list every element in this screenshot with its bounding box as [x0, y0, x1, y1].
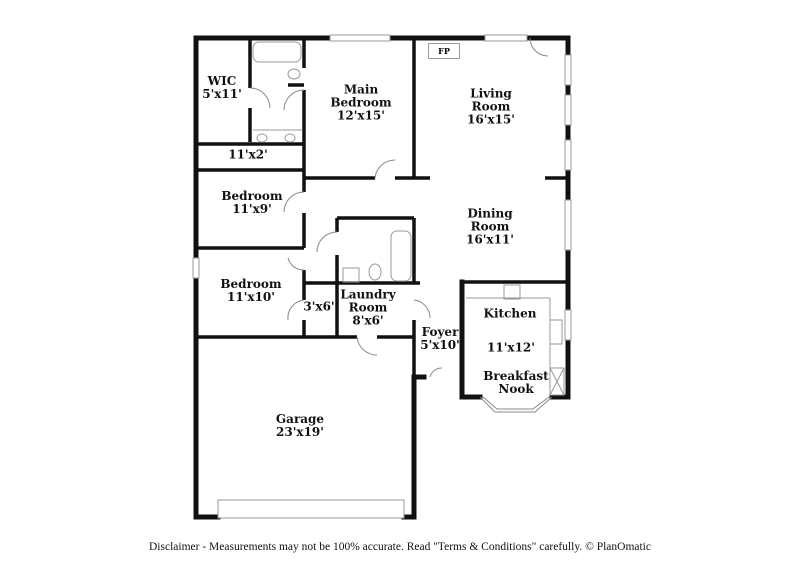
room-label-kitchen-size: 11'x12' [487, 340, 535, 355]
room-label-kitchen: Kitchen [483, 306, 537, 321]
disclaimer-text: Disclaimer - Measurements may not be 100… [149, 541, 651, 553]
fireplace-label: FP [428, 43, 460, 59]
room-label-closet-3x6: 3'x6' [303, 299, 335, 314]
room-label-hall-closet: 11'x2' [228, 147, 268, 162]
